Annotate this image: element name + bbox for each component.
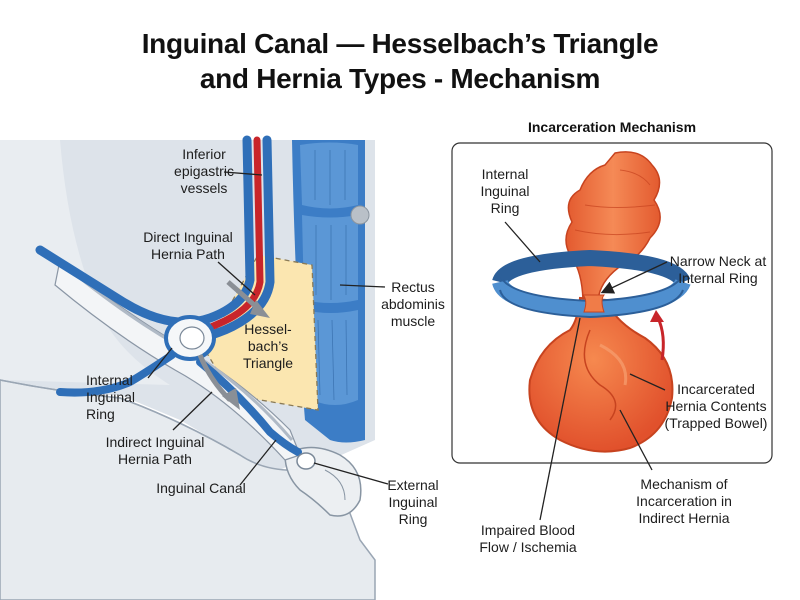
inferior-epigastric-vessels xyxy=(35,135,302,456)
label-line: Incarceration in xyxy=(636,493,732,509)
label-narrow-neck: Narrow Neck at Internal Ring xyxy=(668,253,768,287)
label-line: Inguinal xyxy=(86,389,136,405)
label-incarcerated-contents: Incarcerated Hernia Contents (Trapped Bo… xyxy=(660,381,772,432)
label-line: vessels xyxy=(180,180,228,196)
left-anatomy-panel xyxy=(0,135,389,600)
label-line: Triangle xyxy=(242,355,294,371)
label-impaired-blood-flow: Impaired Blood Flow / Ischemia xyxy=(468,522,588,556)
label-indirect-inguinal-hernia-path: Indirect Inguinal Hernia Path xyxy=(94,434,216,468)
label-line: Internal xyxy=(86,372,133,388)
label-line: External xyxy=(387,477,439,493)
label-line: Incarcerated xyxy=(677,381,755,397)
label-right-internal-ring: Internal Inguinal Ring xyxy=(470,166,540,217)
label-line: Indirect Hernia xyxy=(638,510,730,526)
label-line: Internal Ring xyxy=(678,270,758,286)
label-line: bach’s xyxy=(247,338,289,354)
label-line: Hernia Contents xyxy=(665,398,767,414)
label-inguinal-canal: Inguinal Canal xyxy=(156,480,246,496)
internal-inguinal-ring xyxy=(164,315,216,361)
diagram-title-line1: Inguinal Canal — Hesselbach’s Triangle xyxy=(141,28,659,59)
label-line: epigastric xyxy=(174,163,234,179)
label-external-inguinal-ring: External Inguinal Ring xyxy=(378,477,448,528)
label-mechanism-of-incarceration: Mechanism of Incarceration in Indirect H… xyxy=(624,476,744,527)
label-line: Ring xyxy=(398,511,428,527)
label-line: Internal xyxy=(481,166,529,182)
label-direct-inguinal-hernia-path: Direct Inguinal Hernia Path xyxy=(132,229,244,263)
label-line: Ring xyxy=(86,406,115,422)
label-line: Hessel- xyxy=(244,321,292,337)
label-line: muscle xyxy=(390,313,436,329)
label-line: Hernia Path xyxy=(118,451,192,467)
external-inguinal-ring xyxy=(296,452,316,470)
label-line: Ring xyxy=(490,200,520,216)
label-line: (Trapped Bowel) xyxy=(664,415,768,431)
label-line: Mechanism of xyxy=(640,476,728,492)
label-line: Hernia Path xyxy=(151,246,225,262)
label-hesselbachs-triangle: Hessel- bach’s Triangle xyxy=(238,321,298,372)
label-line: Flow / Ischemia xyxy=(479,539,577,555)
incarceration-subtitle: Incarceration Mechanism xyxy=(527,119,697,135)
inguinal-canal xyxy=(54,258,301,461)
label-line: Narrow Neck at xyxy=(669,253,767,269)
label-internal-inguinal-ring: Internal Inguinal Ring xyxy=(86,372,156,423)
label-line: Inguinal xyxy=(388,494,438,510)
label-line: Direct Inguinal xyxy=(143,229,233,245)
hernia-sac xyxy=(528,296,674,453)
label-rectus-abdominis: Rectus abdominis muscle xyxy=(378,279,448,330)
label-line: Indirect Inguinal xyxy=(105,434,205,450)
label-inferior-epigastric-vessels: Inferior epigastric vessels xyxy=(163,146,245,197)
label-line: Inguinal xyxy=(480,183,530,199)
diagram-title-line2: and Hernia Types - Mechanism xyxy=(199,63,601,94)
incarceration-panel xyxy=(451,142,773,521)
label-line: abdominis xyxy=(381,296,445,312)
label-line: Rectus xyxy=(391,279,435,295)
label-line: Impaired Blood xyxy=(480,522,576,538)
hesselbachs-triangle xyxy=(204,254,319,411)
label-line: Inferior xyxy=(182,146,226,162)
